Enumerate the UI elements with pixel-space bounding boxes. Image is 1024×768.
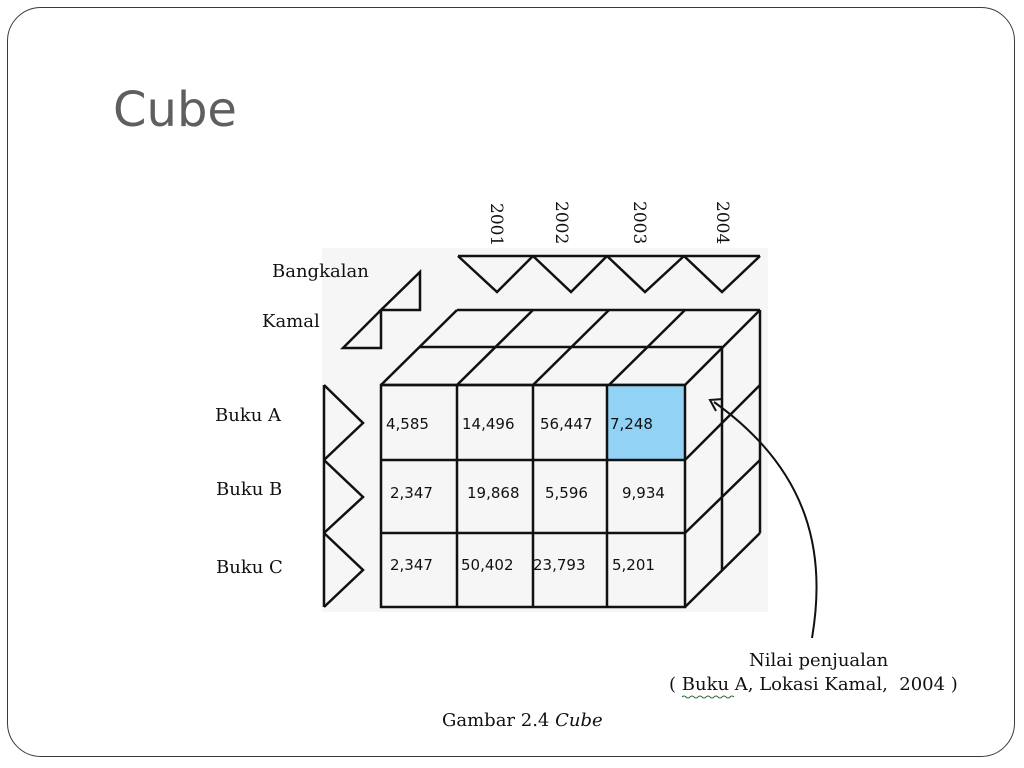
cell-buku-c-2001: 2,347 — [390, 556, 433, 574]
product-triangles — [322, 384, 365, 608]
annotation-arrow-head — [708, 398, 724, 412]
product-triangle-buku-c — [323, 532, 365, 608]
cell-buku-a-2002: 14,496 — [462, 415, 515, 433]
cell-buku-b-2003: 5,596 — [545, 484, 588, 502]
figure-caption-prefix: Gambar 2.4 — [442, 710, 555, 731]
figure-caption-italic: Cube — [555, 710, 603, 731]
cell-buku-a-2003: 56,447 — [540, 415, 593, 433]
year-label-2001: 2001 — [486, 203, 506, 246]
year-triangle-2003 — [606, 255, 685, 294]
year-triangle-2004 — [683, 255, 761, 294]
year-label-2004: 2004 — [712, 201, 732, 244]
product-label-buku-a: Buku A — [215, 405, 282, 426]
top-face-diag-1 — [380, 309, 458, 386]
slide-title: Cube — [113, 82, 237, 138]
cube-side-face — [684, 310, 762, 608]
cell-buku-c-2003: 23,793 — [533, 556, 586, 574]
cell-buku-b-2002: 19,868 — [467, 484, 520, 502]
location-triangles — [339, 269, 422, 350]
cell-buku-b-2001: 2,347 — [390, 484, 433, 502]
location-triangle-kamal — [339, 306, 383, 350]
location-triangle-bangkalan — [377, 269, 422, 312]
location-label-kamal: Kamal — [262, 311, 320, 332]
year-label-2002: 2002 — [551, 201, 571, 244]
product-label-buku-c: Buku C — [216, 557, 283, 578]
annotation-line-2: ( Buku A, Lokasi Kamal, 2004 ) — [669, 674, 958, 695]
side-face-diag-2 — [684, 459, 761, 534]
top-face-diag-3 — [532, 309, 610, 386]
cell-buku-b-2004: 9,934 — [622, 484, 665, 502]
product-label-buku-b: Buku B — [216, 479, 282, 500]
year-triangle-2001 — [457, 255, 534, 294]
location-label-bangkalan: Bangkalan — [272, 261, 369, 282]
year-triangle-2002 — [532, 255, 608, 294]
cube-front-face — [379, 383, 687, 609]
annotation-arrow — [713, 401, 818, 639]
cell-buku-a-2001: 4,585 — [386, 415, 429, 433]
year-label-2003: 2003 — [629, 201, 649, 244]
annotation-line-1: Nilai penjualan — [749, 650, 889, 671]
cell-buku-a-2004: 7,248 — [610, 415, 653, 433]
top-face-diag-4 — [608, 309, 686, 386]
highlight-cell — [607, 385, 685, 460]
side-face-diag-3 — [684, 532, 761, 608]
figure-caption: Gambar 2.4 Cube — [442, 710, 603, 731]
cell-buku-c-2004: 5,201 — [612, 556, 655, 574]
cell-buku-c-2002: 50,402 — [461, 556, 514, 574]
product-triangle-buku-a — [323, 384, 365, 461]
side-face-diag-1 — [684, 384, 761, 461]
annotation-squiggle-underline — [681, 695, 735, 699]
figure-background — [322, 248, 768, 612]
cell-values: 4,585 14,496 56,447 7,248 2,347 19,868 5… — [386, 415, 665, 574]
top-face-diag-2 — [456, 309, 534, 386]
year-triangles — [457, 254, 761, 294]
product-triangle-buku-b — [323, 459, 365, 534]
